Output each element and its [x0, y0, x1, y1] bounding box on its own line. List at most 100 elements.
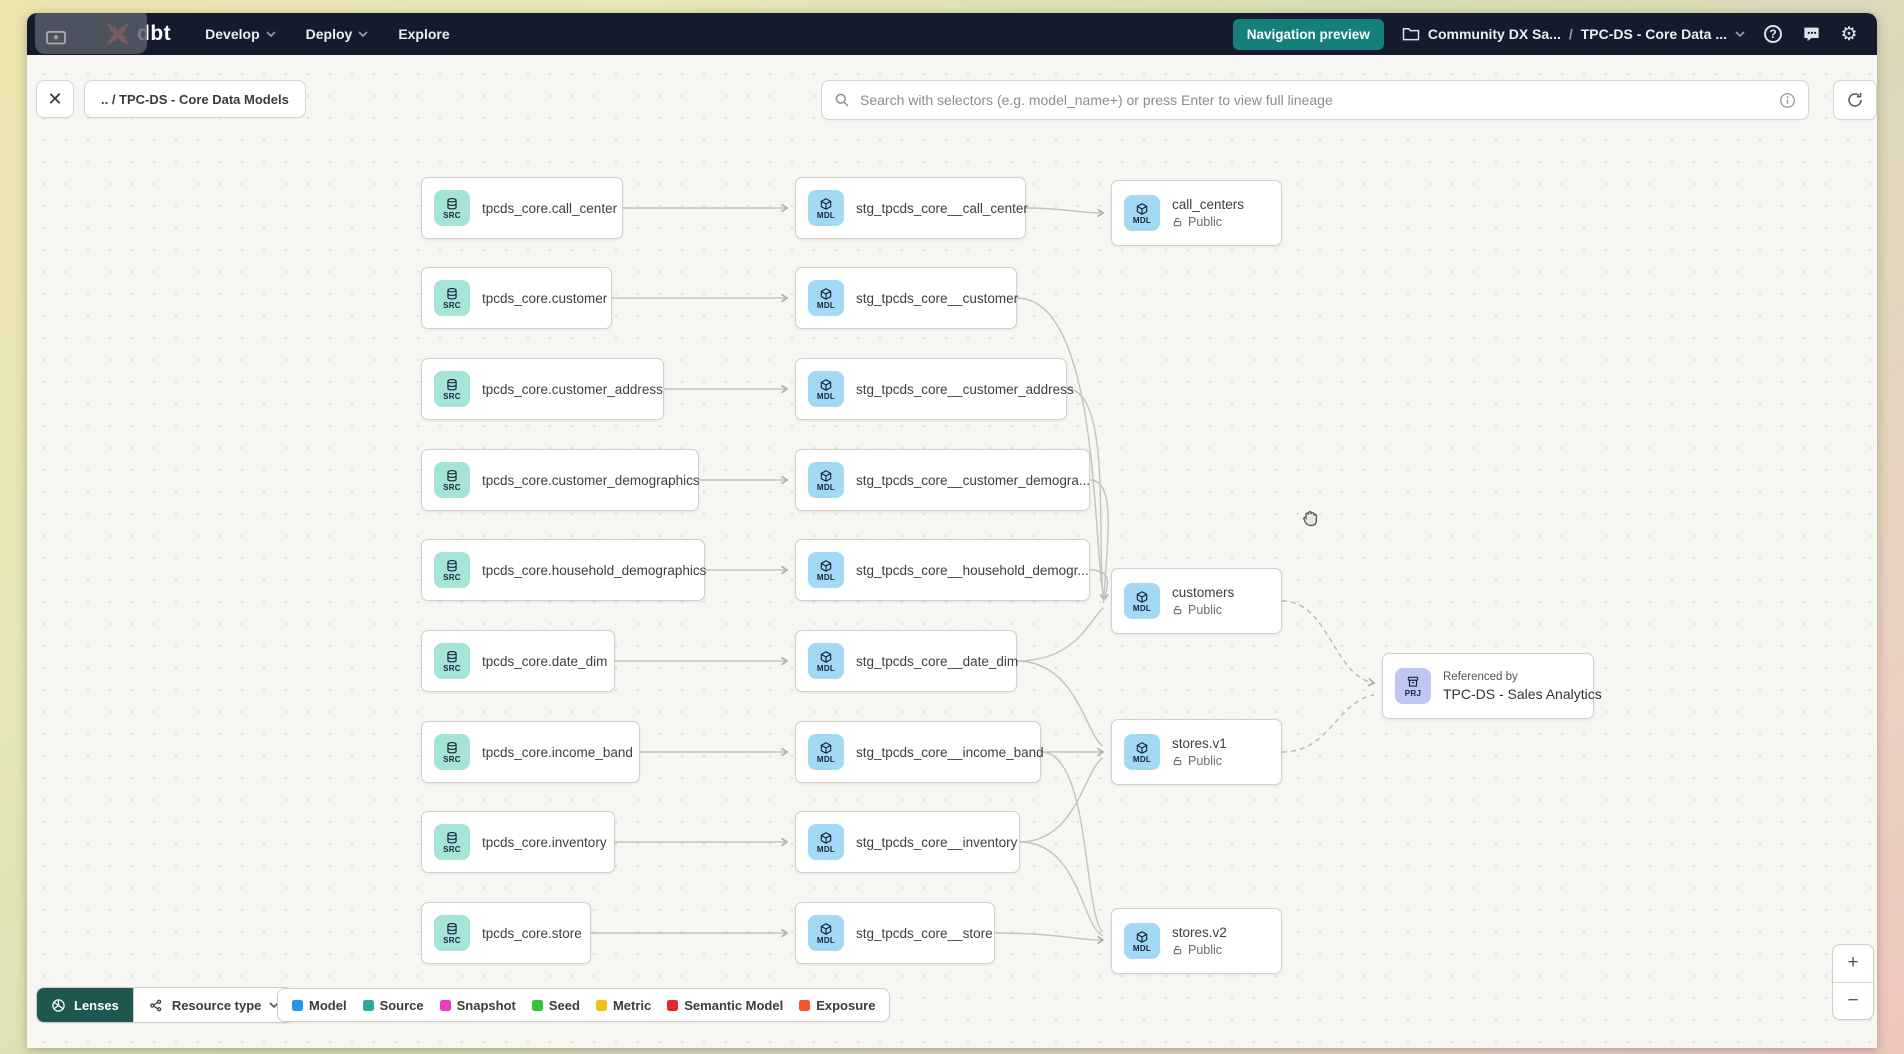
src-badge: SRC: [443, 482, 461, 492]
feedback-icon[interactable]: [1801, 24, 1821, 44]
legend-item-model: Model: [292, 998, 347, 1013]
source-node[interactable]: SRC tpcds_core.date_dim: [421, 630, 615, 692]
legend-swatch: [439, 999, 451, 1011]
help-glyph: ?: [1764, 25, 1782, 43]
navigation-preview-badge[interactable]: Navigation preview: [1232, 18, 1384, 50]
lineage-canvas[interactable]: ✕ .. / TPC-DS - Core Data Models: [27, 55, 1877, 1048]
project-breadcrumb[interactable]: Community DX Sa...: [1427, 26, 1561, 42]
source-icon: SRC: [434, 190, 470, 226]
public-model-node[interactable]: MDL call_centers Public: [1111, 180, 1282, 246]
access-label: Public: [1188, 215, 1223, 229]
public-model-node[interactable]: MDL customers Public: [1111, 568, 1282, 634]
mdl-badge: MDL: [816, 210, 836, 220]
referenced-by-caption: Referenced by: [1443, 670, 1518, 683]
mdl-badge: MDL: [1132, 754, 1152, 764]
nav-item-develop[interactable]: Develop: [205, 26, 276, 42]
info-icon[interactable]: [1779, 92, 1796, 109]
nav-breadcrumb: Community DX Sa... / TPC-DS - Core Data …: [1402, 26, 1745, 42]
mdl-badge: MDL: [1132, 215, 1152, 225]
mdl-badge: MDL: [816, 391, 836, 401]
node-label: stores.v1: [1172, 736, 1227, 751]
access-label: Public: [1188, 603, 1223, 617]
source-node[interactable]: SRC tpcds_core.household_demographics: [421, 539, 707, 601]
refresh-lineage-button[interactable]: [1833, 80, 1877, 120]
node-label: stg_tpcds_core__customer: [856, 290, 1019, 306]
model-node[interactable]: MDL stg_tpcds_core__date_dim: [795, 630, 1018, 692]
zoom-in-button[interactable]: +: [1833, 945, 1873, 982]
source-node[interactable]: SRC tpcds_core.customer: [421, 267, 612, 329]
source-node[interactable]: SRC tpcds_core.customer_demographics: [421, 449, 700, 511]
top-nav: dbt Develop Deploy Explore Navigation pr…: [27, 13, 1877, 55]
source-icon: SRC: [434, 643, 470, 679]
legend-label: Metric: [612, 997, 652, 1013]
model-node[interactable]: MDL stg_tpcds_core__store: [795, 902, 995, 964]
model-node[interactable]: MDL stg_tpcds_core__income_band: [795, 721, 1044, 783]
resource-type-dropdown[interactable]: Resource type: [132, 988, 294, 1022]
node-label: stg_tpcds_core__customer_address: [856, 381, 1074, 397]
nav-item-deploy[interactable]: Deploy: [306, 26, 369, 42]
node-label: tpcds_core.household_demographics: [482, 562, 707, 578]
legend-item-snapshot: Snapshot: [439, 998, 516, 1013]
zoom-out-button[interactable]: −: [1833, 983, 1873, 1020]
chevron-down-icon[interactable]: [1735, 30, 1745, 38]
lenses-button[interactable]: Lenses: [37, 988, 133, 1022]
lineage-search: [821, 80, 1809, 120]
model-node[interactable]: MDL stg_tpcds_core__customer: [795, 267, 1019, 329]
lineage-breadcrumb[interactable]: .. / TPC-DS - Core Data Models: [84, 80, 306, 118]
help-icon[interactable]: ?: [1763, 24, 1783, 44]
public-model-node[interactable]: MDL stores.v2 Public: [1111, 908, 1282, 974]
chevron-down-icon: [358, 30, 368, 37]
legend-swatch: [595, 999, 607, 1011]
mdl-badge: MDL: [1132, 943, 1152, 953]
model-icon: MDL: [1124, 734, 1160, 770]
resource-type-label: Resource type: [171, 997, 262, 1013]
search-input[interactable]: [860, 92, 1769, 108]
node-label: tpcds_core.customer: [482, 290, 608, 306]
close-lineage-button[interactable]: ✕: [36, 80, 74, 118]
src-badge: SRC: [443, 754, 461, 764]
source-icon: SRC: [434, 371, 470, 407]
node-label: tpcds_core.store: [482, 925, 582, 941]
close-icon: ✕: [47, 88, 63, 109]
model-node[interactable]: MDL stg_tpcds_core__inventory: [795, 811, 1020, 873]
model-node[interactable]: MDL stg_tpcds_core__call_center: [795, 177, 1028, 239]
folder-icon: [1402, 28, 1420, 41]
app-window: dbt Develop Deploy Explore Navigation pr…: [27, 13, 1877, 1048]
settings-gear-icon[interactable]: ⚙: [1840, 23, 1858, 45]
refresh-icon: [1848, 92, 1862, 107]
public-model-node[interactable]: MDL stores.v1 Public: [1111, 719, 1282, 785]
model-node[interactable]: MDL stg_tpcds_core__customer_address: [795, 358, 1074, 420]
model-icon: MDL: [808, 734, 844, 770]
lenses-label: Lenses: [74, 997, 119, 1013]
source-node[interactable]: SRC tpcds_core.income_band: [421, 721, 640, 783]
source-node[interactable]: SRC tpcds_core.store: [421, 902, 591, 964]
model-icon: MDL: [808, 643, 844, 679]
legend-label: Seed: [548, 997, 580, 1013]
model-icon: MDL: [1124, 583, 1160, 619]
nav-item-explore[interactable]: Explore: [398, 26, 449, 42]
legend-item-metric: Metric: [595, 997, 652, 1013]
page-breadcrumb[interactable]: TPC-DS - Core Data ...: [1580, 26, 1727, 42]
project-icon: PRJ: [1395, 668, 1431, 704]
source-node[interactable]: SRC tpcds_core.inventory: [421, 811, 615, 873]
legend-swatch: [362, 999, 374, 1011]
model-icon: MDL: [808, 915, 844, 951]
access-label: Public: [1188, 754, 1223, 768]
model-node[interactable]: MDL stg_tpcds_core__household_demogr...: [795, 539, 1090, 601]
project-node[interactable]: PRJ Referenced by TPC-DS - Sales Analyti…: [1382, 653, 1602, 719]
source-icon: SRC: [434, 915, 470, 951]
src-badge: SRC: [443, 572, 461, 582]
node-label: tpcds_core.date_dim: [482, 653, 608, 669]
project-name: TPC-DS - Sales Analytics: [1443, 685, 1602, 702]
source-node[interactable]: SRC tpcds_core.call_center: [421, 177, 623, 239]
grab-cursor-icon: [1303, 511, 1318, 527]
nav-develop-label: Develop: [205, 26, 260, 42]
source-node[interactable]: SRC tpcds_core.customer_address: [421, 358, 664, 420]
lock-icon: [1173, 945, 1182, 955]
node-label: stg_tpcds_core__income_band: [856, 744, 1044, 760]
screen-icon: [46, 30, 66, 45]
node-label: tpcds_core.customer_address: [482, 381, 663, 397]
model-node[interactable]: MDL stg_tpcds_core__customer_demogra...: [795, 449, 1090, 511]
model-icon: MDL: [808, 552, 844, 588]
legend-label: Source: [379, 997, 424, 1013]
